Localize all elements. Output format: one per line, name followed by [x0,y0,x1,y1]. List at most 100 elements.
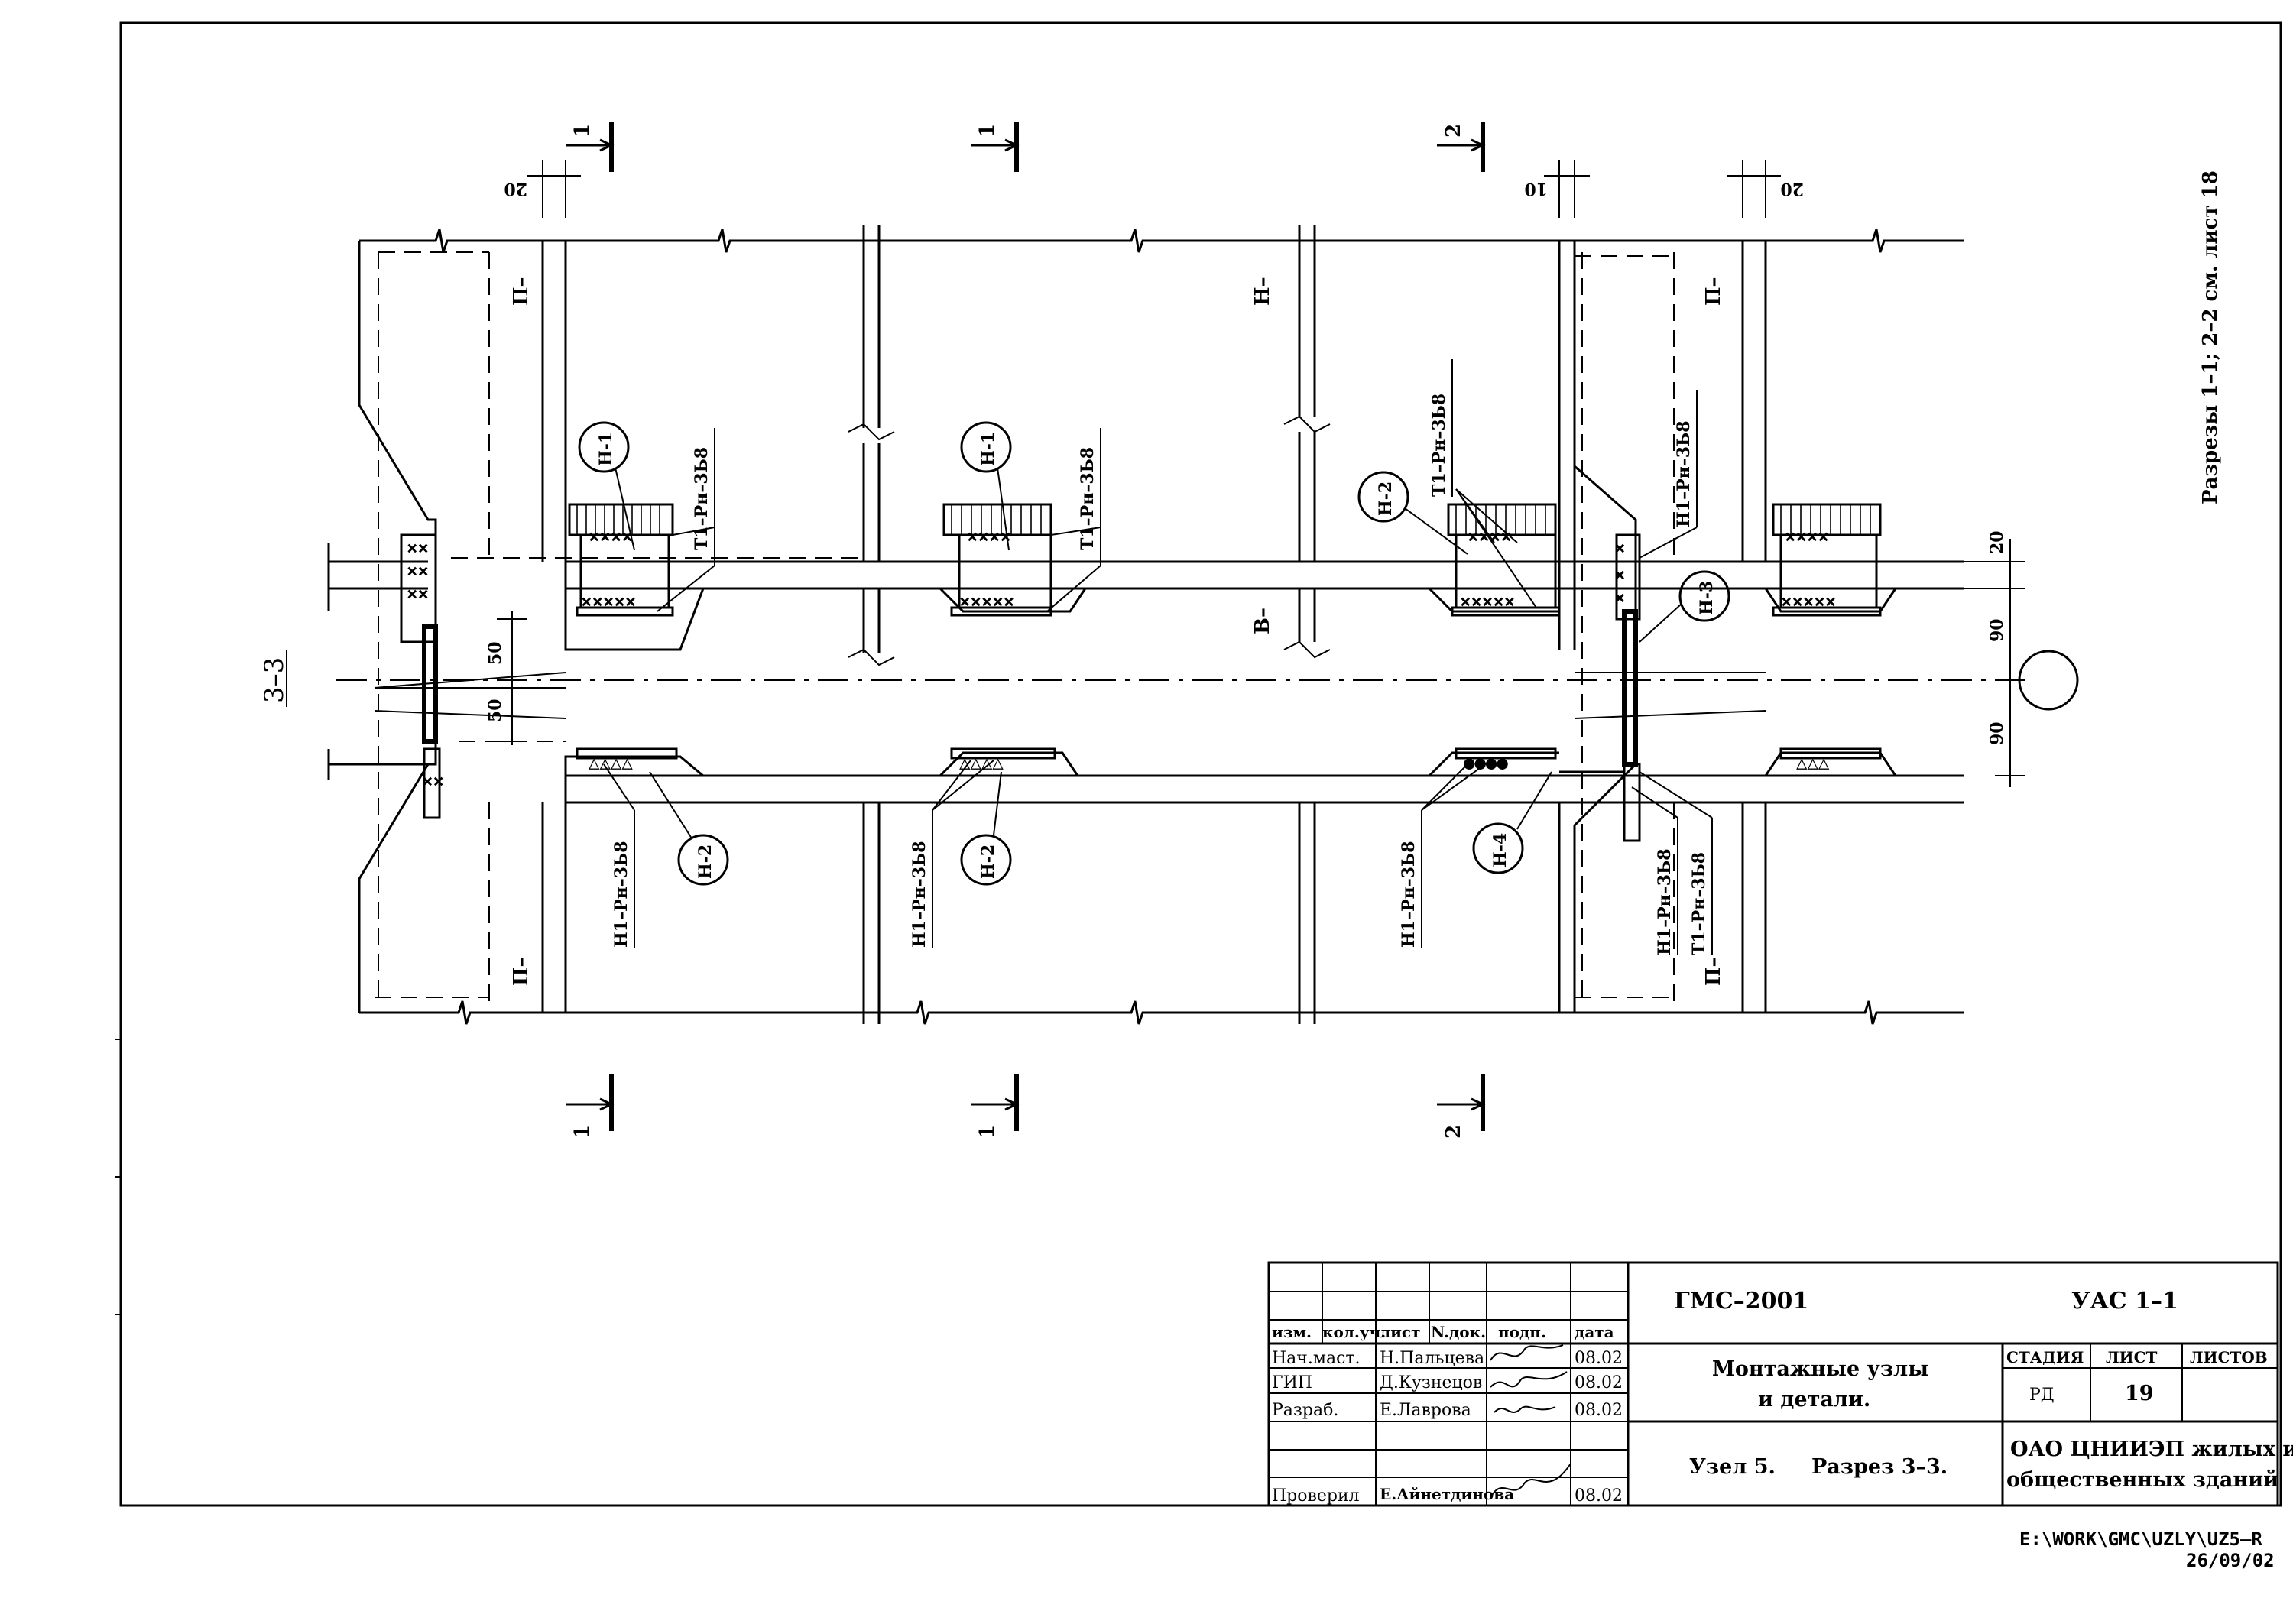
svg-text:Н-1: Н-1 [596,432,616,466]
embedded-plate-2: ×××× ××××× [942,503,1052,617]
svg-text:××: ×× [407,583,429,605]
svg-text:1: 1 [571,124,594,138]
svg-text:Е.Лаврова: Е.Лаврова [1380,1401,1471,1420]
svg-text:×××××: ××××× [1781,591,1836,612]
file-path: E:\WORK\GMC\UZLY\UZ5–R [2019,1528,2262,1550]
svg-text:08.02: 08.02 [1575,1401,1623,1420]
svg-text:△△△△: △△△△ [589,752,633,773]
svg-text:Н-4: Н-4 [1490,833,1510,867]
svg-text:подп.: подп. [1498,1323,1546,1341]
svg-text:Н1–Рн–3Ь8: Н1–Рн–3Ь8 [1655,848,1675,955]
svg-text:Нач.маст.: Нач.маст. [1272,1349,1361,1368]
svg-text:Д.Кузнецов: Д.Кузнецов [1380,1373,1482,1392]
svg-text:ГМС–2001: ГМС–2001 [1674,1288,1808,1314]
svg-text:1: 1 [976,124,999,138]
svg-text:××××: ×××× [967,526,1011,547]
svg-text:20: 20 [504,179,527,199]
svg-text:×××××: ××××× [581,591,636,612]
section-title: 3–3 [259,657,290,703]
section-cut-marks: 1 1 2 1 1 2 [566,122,1486,1139]
svg-text:Н1–Рн–3Ь8: Н1–Рн–3Ь8 [1399,841,1419,948]
svg-text:кол.уч.: кол.уч. [1322,1323,1386,1341]
svg-text:×: × [1614,564,1625,585]
svg-text:дата: дата [1575,1323,1614,1341]
column-bearing-right: × × × [1559,533,1641,842]
svg-text:П–: П– [1702,957,1725,986]
svg-text:Н1–Рн–3Ь8: Н1–Рн–3Ь8 [910,841,929,948]
svg-text:2: 2 [1442,124,1465,138]
svg-text:10: 10 [1524,179,1548,199]
svg-text:П–: П– [510,957,533,986]
embedded-plate-4: ×××× ××××× [1772,503,1882,617]
node-callouts: Н-1 Н-1 Н-2 Н-2 Н-2 Н-3 Н-4 [578,421,1730,886]
svg-text:ОАО ЦНИИЭП жилых и: ОАО ЦНИИЭП жилых и [2010,1438,2293,1461]
axis-bubble [2018,650,2079,711]
file-date: 26/09/02 [2186,1550,2275,1571]
svg-text:×: × [1614,587,1625,608]
svg-text:Н-2: Н-2 [696,844,715,879]
svg-text:1: 1 [571,1125,594,1139]
svg-text:N.док.: N.док. [1431,1323,1486,1341]
title-block: изм. кол.уч. лист N.док. подп. дата Нач.… [1267,1261,2293,1507]
weld-leaders: Т1–Рн–3Ь8 Т1–Рн–3Ь8 Т1–Рн–3Ь8 Н1–Рн–3Ь8 … [603,359,1713,955]
svg-text:Проверил: Проверил [1272,1486,1360,1506]
svg-text:2: 2 [1442,1125,1465,1139]
svg-text:90: 90 [1987,721,2007,745]
svg-text:50: 50 [485,641,505,665]
svg-text:Разрез 3–3.: Разрез 3–3. [1811,1455,1948,1479]
svg-text:20: 20 [1987,530,2007,554]
svg-text:Т1–Рн–3Ь8: Т1–Рн–3Ь8 [1689,852,1709,955]
svg-text:Т1–Рн–3Ь8: Т1–Рн–3Ь8 [1429,394,1449,497]
svg-text:1: 1 [976,1125,999,1139]
svg-text:общественных зданий: общественных зданий [2006,1468,2278,1492]
svg-text:Н-1: Н-1 [978,432,998,466]
svg-text:90: 90 [1987,618,2007,642]
svg-text:ЛИСТОВ: ЛИСТОВ [2190,1348,2268,1366]
svg-text:ГИП: ГИП [1272,1373,1312,1392]
svg-text:ЛИСТ: ЛИСТ [2106,1348,2158,1366]
hidden-lines [375,251,1675,1001]
svg-text:Т1–Рн–3Ь8: Т1–Рн–3Ь8 [692,447,712,550]
svg-text:20: 20 [1780,179,1804,199]
svg-text:Монтажные узлы: Монтажные узлы [1712,1357,1928,1381]
svg-text:×××××: ××××× [959,591,1014,612]
svg-text:×: × [1614,537,1625,559]
svg-text:Е.Айнетдинова: Е.Айнетдинова [1380,1485,1514,1503]
svg-text:РД: РД [2029,1386,2055,1405]
svg-text:Н1–Рн–3Ь8: Н1–Рн–3Ь8 [1674,420,1694,527]
svg-text:лист: лист [1380,1323,1421,1341]
svg-text:Т1–Рн–3Ь8: Т1–Рн–3Ь8 [1078,447,1098,550]
svg-text:×××××: ××××× [1460,591,1515,612]
svg-text:××: ×× [407,537,429,559]
zone-labels: П– Н– П– В– П– П– [510,277,1725,986]
svg-text:××××: ×××× [1785,526,1829,547]
bottom-plates: △△△△ △△△△ ●●●● △△△ [576,747,1882,773]
side-note: Разрезы 1–1; 2–2 см. лист 18 [2199,170,2222,504]
svg-text:П–: П– [510,277,533,306]
svg-text:СТАДИЯ: СТАДИЯ [2006,1348,2084,1366]
column-bearing-left: ×× ×× ×× ×× [336,533,444,819]
svg-text:××××: ×××× [589,526,633,547]
svg-text:и детали.: и детали. [1758,1388,1870,1412]
svg-text:Узел 5.: Узел 5. [1689,1455,1776,1479]
svg-text:××: ×× [422,770,444,792]
svg-text:08.02: 08.02 [1575,1486,1623,1506]
svg-text:08.02: 08.02 [1575,1349,1623,1368]
svg-text:19: 19 [2125,1382,2154,1405]
dimensions: 20 10 20 50 50 20 90 90 [485,160,2025,787]
svg-text:Н1–Рн–3Ь8: Н1–Рн–3Ь8 [611,841,631,948]
embedded-plate-1: ×××× ××××× [568,503,674,617]
svg-text:В–: В– [1251,608,1274,634]
svg-text:Н.Пальцева: Н.Пальцева [1380,1349,1484,1368]
svg-text:××: ×× [407,560,429,582]
svg-text:П–: П– [1702,277,1725,306]
svg-text:△△△: △△△ [1796,752,1830,773]
svg-text:УАС 1–1: УАС 1–1 [2071,1288,2178,1314]
svg-text:Н-2: Н-2 [1376,481,1396,516]
svg-text:Разраб.: Разраб. [1272,1401,1338,1420]
svg-text:изм.: изм. [1272,1323,1312,1341]
svg-text:08.02: 08.02 [1575,1373,1623,1392]
svg-text:50: 50 [485,699,505,722]
svg-text:Н-2: Н-2 [978,844,998,879]
